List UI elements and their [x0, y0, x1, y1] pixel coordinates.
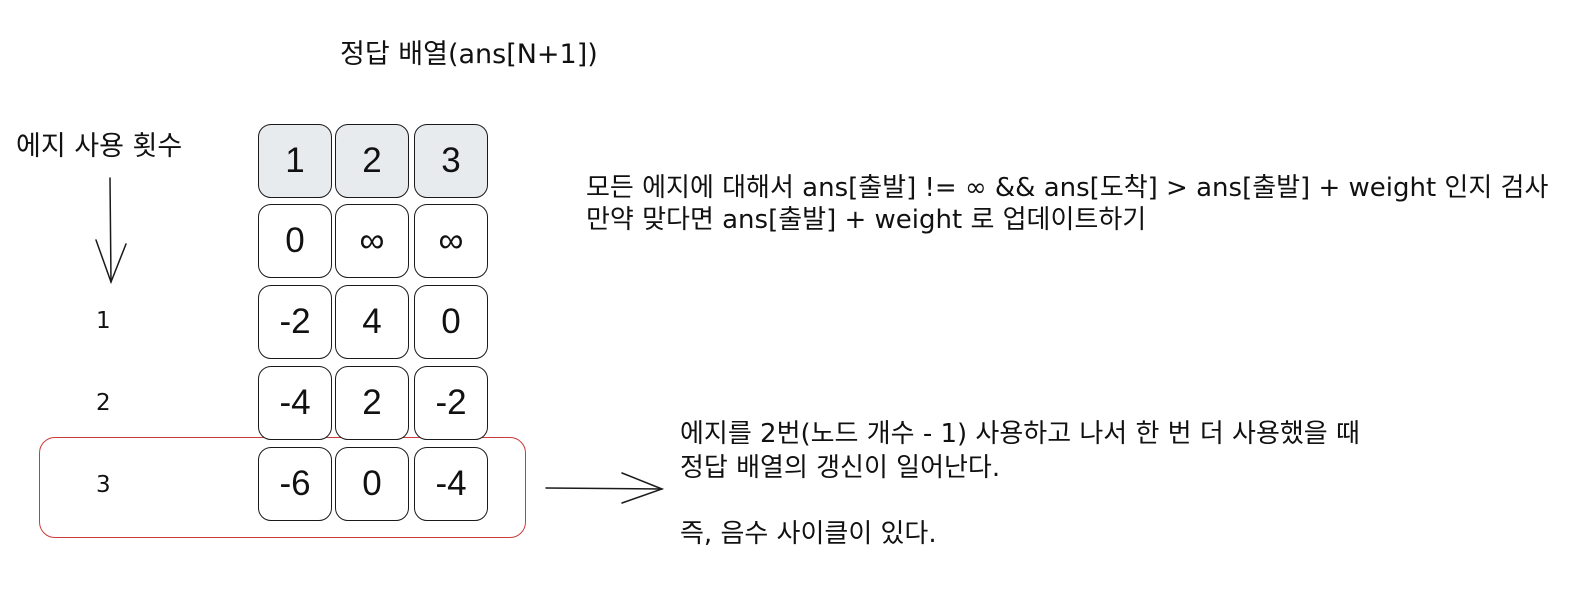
array-cell: -2: [414, 366, 488, 440]
array-cell: 0: [335, 447, 409, 521]
diagram-title: 정답 배열(ans[N+1]): [340, 39, 598, 70]
row-label: 1: [96, 308, 111, 334]
array-cell: -2: [258, 285, 332, 359]
right-arrow-icon: [545, 472, 665, 504]
edge-usage-count-label: 에지 사용 횟수: [16, 131, 183, 162]
array-cell: 0: [258, 204, 332, 278]
array-cell: 0: [414, 285, 488, 359]
header-cell: 3: [414, 124, 488, 198]
array-cell: ∞: [335, 204, 409, 278]
header-cell: 1: [258, 124, 332, 198]
array-cell: -4: [258, 366, 332, 440]
negative-cycle-note-line-1: 에지를 2번(노드 개수 - 1) 사용하고 나서 한 번 더 사용했을 때: [680, 419, 1360, 449]
update-rule-line-2: 만약 맞다면 ans[출발] + weight 로 업데이트하기: [586, 205, 1147, 235]
array-cell: -4: [414, 447, 488, 521]
array-cell: -6: [258, 447, 332, 521]
header-cell: 2: [335, 124, 409, 198]
down-arrow-icon: [95, 177, 127, 285]
array-cell: ∞: [414, 204, 488, 278]
row-label: 3: [96, 472, 111, 498]
array-cell: 2: [335, 366, 409, 440]
array-cell: 4: [335, 285, 409, 359]
negative-cycle-note-line-2: 정답 배열의 갱신이 일어난다.: [680, 453, 1001, 483]
negative-cycle-conclusion: 즉, 음수 사이클이 있다.: [680, 519, 937, 549]
row-label: 2: [96, 390, 111, 416]
update-rule-line-1: 모든 에지에 대해서 ans[출발] != ∞ && ans[도착] > ans…: [586, 173, 1549, 203]
